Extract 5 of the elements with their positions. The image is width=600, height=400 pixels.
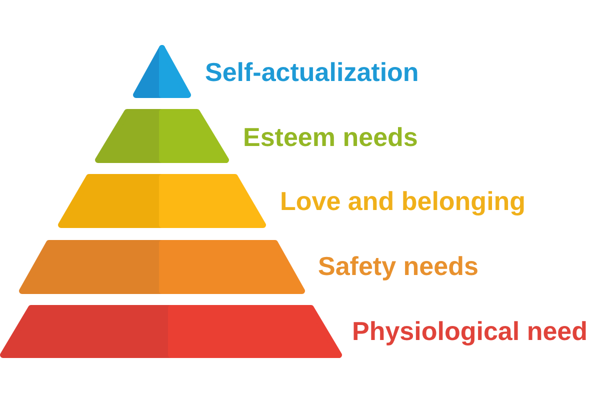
tier-label: Physiological need [352,316,588,346]
tier-label: Self-actualization [205,57,419,87]
tier-label: Love and belonging [280,186,526,216]
tier-label: Safety needs [318,251,478,281]
tier-label: Esteem needs [243,122,418,152]
